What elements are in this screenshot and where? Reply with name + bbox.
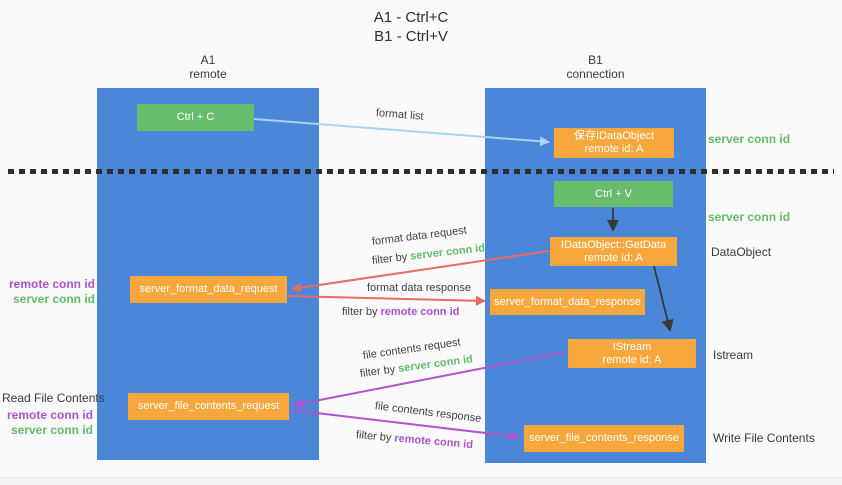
filter-key-remote-conn-id: remote conn id xyxy=(380,306,460,318)
label-server-conn-id-1: server conn id xyxy=(12,292,95,306)
label-conn-ids-format: remote conn id server conn id xyxy=(0,277,95,307)
title-line-2: B1 - Ctrl+V xyxy=(374,28,448,45)
label-server-conn-id-top: server conn id xyxy=(708,132,791,146)
filter-key-server-conn-id: server conn id xyxy=(409,242,486,263)
edge-label-format-list: format list xyxy=(375,107,425,123)
lifeline-b1-header: B1 connection xyxy=(485,53,706,81)
label-remote-conn-id-1: remote conn id xyxy=(8,277,95,291)
node-ctrl-c: Ctrl + C xyxy=(137,104,254,131)
filter-by-text: filter by xyxy=(371,250,411,267)
node-ctrl-v: Ctrl + V xyxy=(554,181,673,207)
label-server-conn-id-2: server conn id xyxy=(10,423,93,437)
title-line-1: A1 - Ctrl+C xyxy=(373,9,449,26)
node-getdata-line1: IDataObject::GetData xyxy=(560,238,667,251)
node-server-file-contents-response-label: server_file_contents_response xyxy=(529,432,679,444)
node-server-format-data-response: server_format_data_response xyxy=(490,289,645,315)
label-dataobject: DataObject xyxy=(711,245,772,259)
lifeline-a1-name: A1 xyxy=(200,53,216,67)
label-remote-conn-id-2: remote conn id xyxy=(6,408,93,422)
label-istream: Istream xyxy=(713,348,754,362)
diagram-title: A1 - Ctrl+C B1 - Ctrl+V xyxy=(0,8,822,46)
label-conn-ids-file: remote conn id server conn id xyxy=(0,408,93,438)
lifeline-a1-header: A1 remote xyxy=(97,53,319,81)
node-server-file-contents-response: server_file_contents_response xyxy=(524,425,684,452)
node-server-format-data-request: server_format_data_request xyxy=(130,276,287,303)
lifeline-a1-role: remote xyxy=(189,67,227,81)
node-server-format-data-request-label: server_format_data_request xyxy=(139,283,278,295)
node-ctrl-c-label: Ctrl + C xyxy=(176,111,215,123)
edge-label-filter-file-response: filter by remote conn id xyxy=(355,429,473,451)
filter-by-text: filter by xyxy=(342,306,381,318)
label-write-file-contents: Write File Contents xyxy=(713,431,815,445)
node-save-dataobject-line2: remote id: A xyxy=(584,143,644,155)
edge-label-filter-format-response: filter by remote conn id xyxy=(342,306,459,318)
node-getdata: IDataObject::GetData remote id: A xyxy=(550,237,677,266)
node-getdata-line2: remote id: A xyxy=(584,251,643,264)
filter-key-server-conn-id: server conn id xyxy=(397,353,474,375)
node-save-dataobject: 保存IDataObject remote id: A xyxy=(554,128,674,158)
node-istream: IStream remote id: A xyxy=(568,339,696,368)
node-istream-line2: remote id: A xyxy=(602,353,662,366)
node-ctrl-v-label: Ctrl + V xyxy=(595,187,632,200)
filter-by-text: filter by xyxy=(359,363,399,380)
edge-label-format-data-response: format data response xyxy=(367,282,471,294)
node-save-dataobject-line1: 保存IDataObject xyxy=(573,130,655,142)
node-istream-line1: IStream xyxy=(612,340,652,353)
bottom-edge xyxy=(0,477,842,485)
lifeline-b1-role: connection xyxy=(566,67,625,81)
dotted-divider xyxy=(8,169,834,174)
edge-label-file-contents-response: file contents response xyxy=(374,400,482,425)
label-read-file-contents: Read File Contents xyxy=(2,391,105,405)
label-server-conn-id-mid: server conn id xyxy=(708,210,791,224)
node-server-format-data-response-label: server_format_data_response xyxy=(494,295,641,308)
lifeline-b1-name: B1 xyxy=(588,53,603,67)
edge-label-format-data-request: format data request xyxy=(371,224,468,248)
filter-by-text: filter by xyxy=(355,429,395,445)
filter-key-remote-conn-id: remote conn id xyxy=(393,432,474,452)
node-server-file-contents-request: server_file_contents_request xyxy=(128,393,289,420)
node-server-file-contents-request-label: server_file_contents_request xyxy=(137,400,280,412)
